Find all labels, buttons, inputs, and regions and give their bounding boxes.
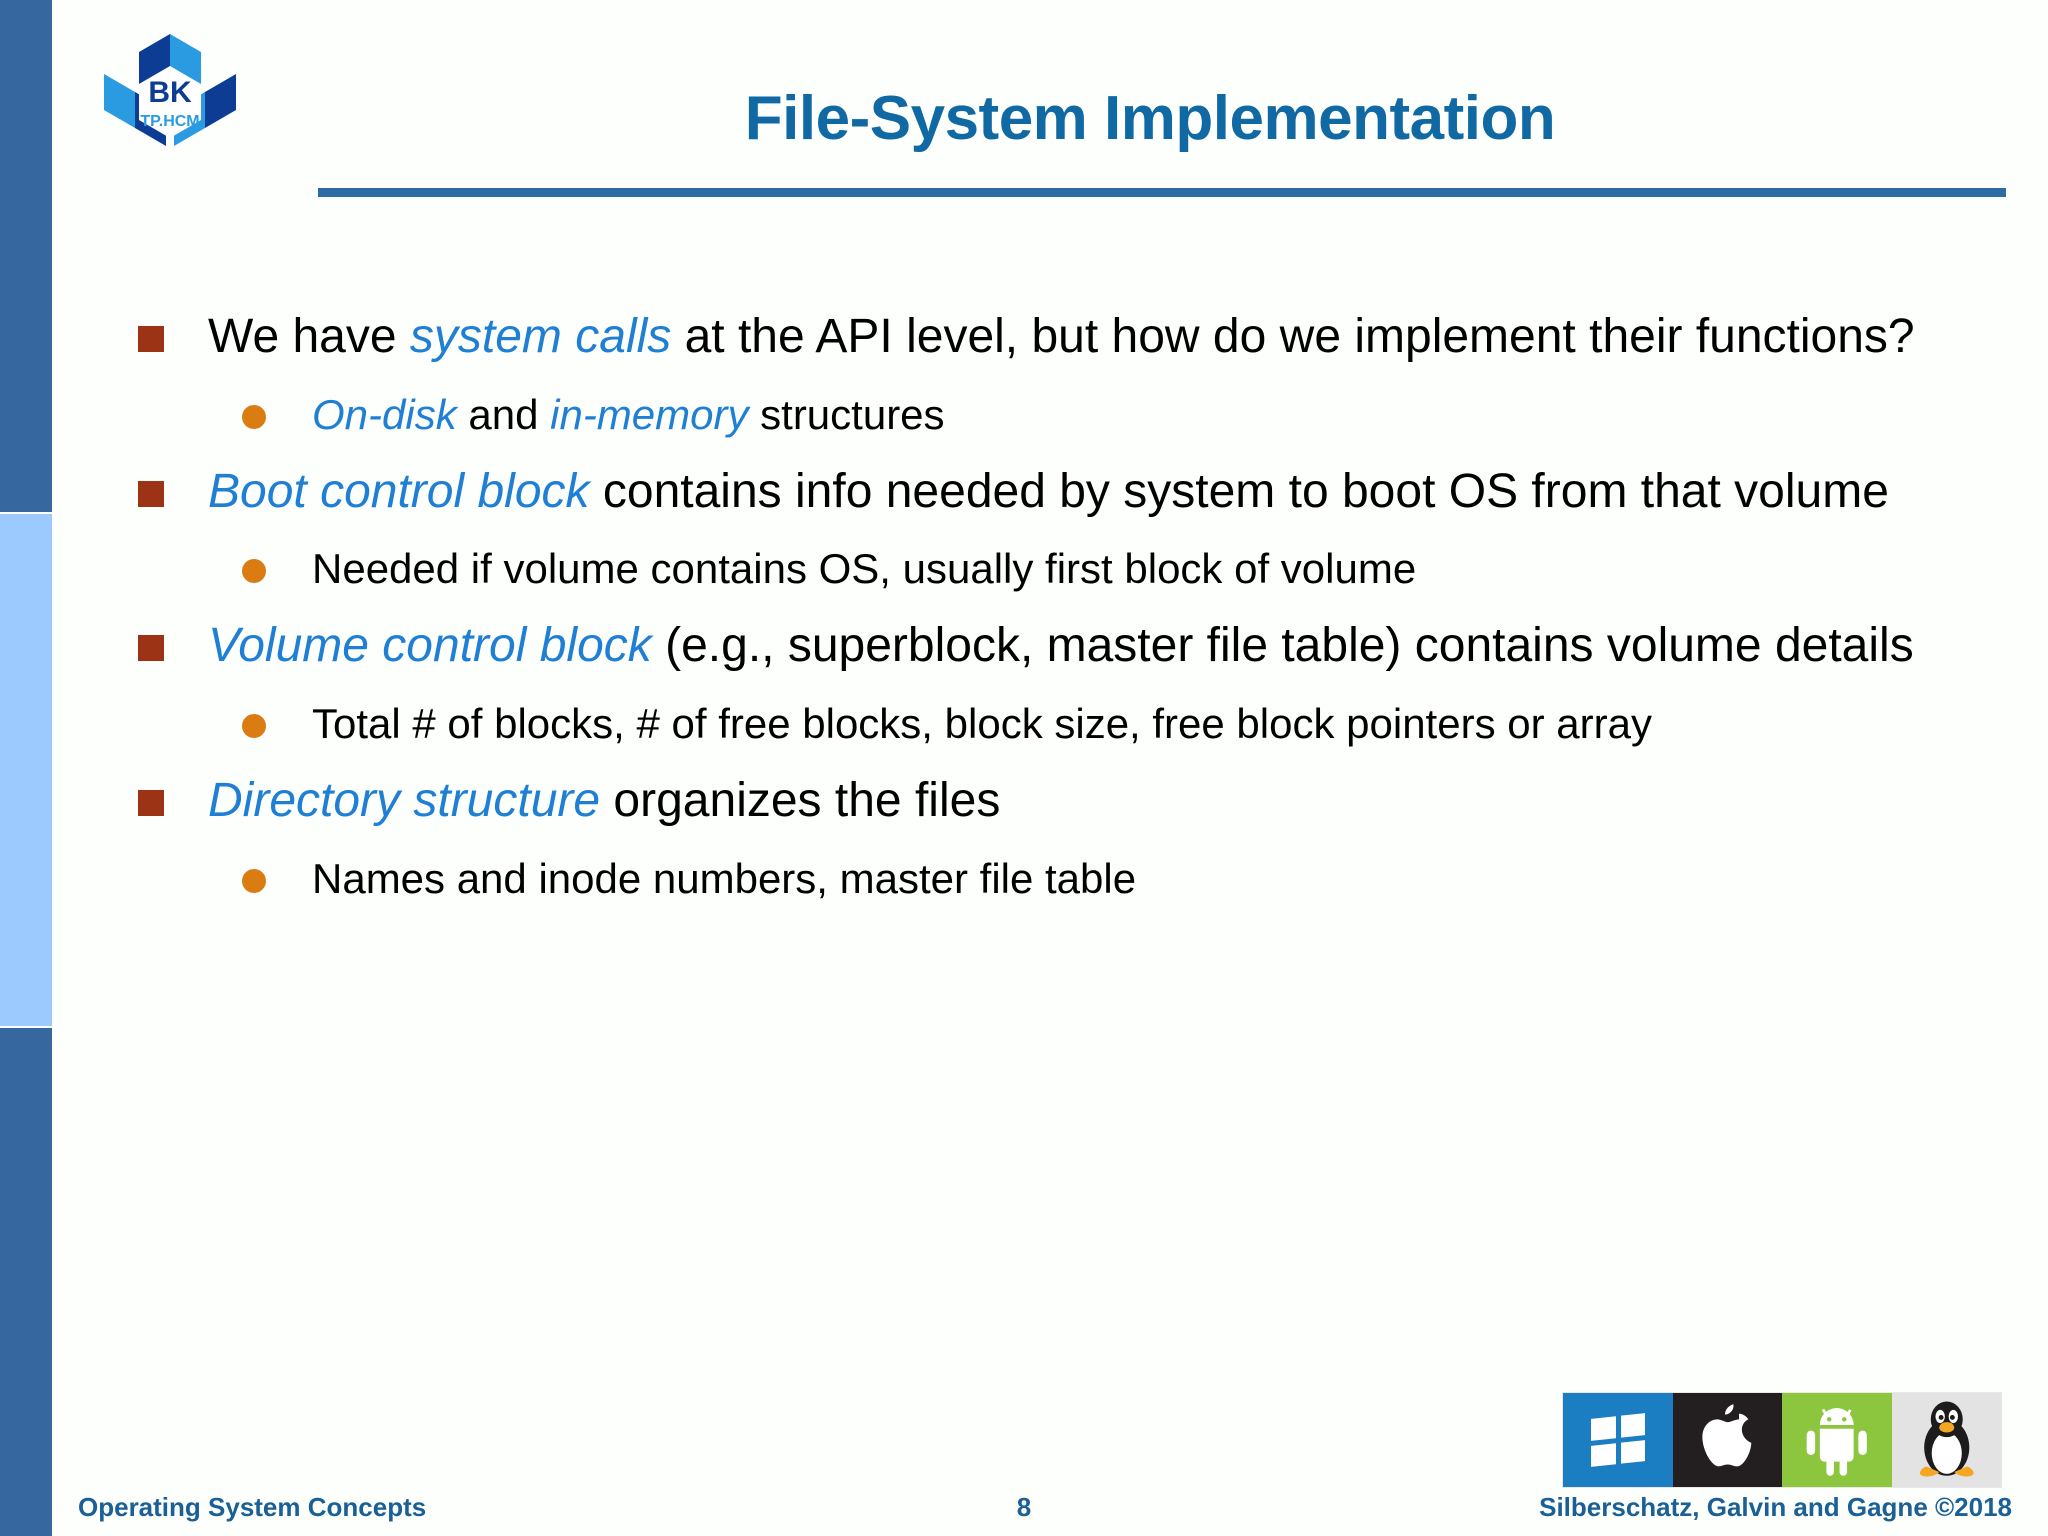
title-underline-rule: [318, 188, 2006, 197]
bullet-text: Names and inode numbers, master file tab…: [312, 854, 1137, 902]
bullet-level-1: Directory structure organizes the files: [120, 774, 2020, 829]
emphasized-term: On-disk: [312, 390, 457, 438]
circle-bullet-icon: [242, 559, 266, 584]
os-logo-strip: [1562, 1392, 2002, 1488]
bullet-text: (e.g., superblock, master file table) co…: [651, 619, 1914, 673]
emphasized-term: system calls: [409, 310, 672, 363]
emphasized-term: Volume control block: [208, 619, 652, 673]
circle-bullet-icon: [242, 404, 266, 429]
bullet-level-2: Total # of blocks, # of free blocks, blo…: [120, 700, 2020, 748]
bullet-text: contains info needed by system to boot O…: [589, 464, 1889, 518]
bullet-text: at the API level, but how do we implemen…: [671, 310, 1915, 363]
bullet-level-1: Volume control block (e.g., superblock, …: [120, 619, 2020, 674]
bullet-text: organizes the files: [600, 773, 1001, 827]
left-rail-divider-1: [0, 512, 52, 515]
emphasized-term: in-memory: [550, 390, 749, 438]
bullet-text: and: [456, 390, 551, 438]
footer-page-number: 8: [1016, 1492, 1032, 1522]
linux-logo: [1891, 1393, 2001, 1487]
footer-course-title: Operating System Concepts: [78, 1492, 427, 1522]
slide-body: We have system calls at the API level, b…: [120, 310, 2020, 928]
left-rail-middle: [0, 514, 52, 1026]
square-bullet-icon: [138, 635, 164, 662]
circle-bullet-icon: [242, 868, 266, 893]
windows-logo: [1563, 1393, 1673, 1487]
bullet-level-1: Boot control block contains info needed …: [120, 465, 2020, 520]
square-bullet-icon: [138, 789, 164, 816]
circle-bullet-icon: [242, 713, 266, 738]
bullet-level-2: Names and inode numbers, master file tab…: [120, 855, 2020, 903]
left-rail-divider-2: [0, 1026, 52, 1029]
emphasized-term: Boot control block: [208, 464, 590, 518]
bullet-level-2: On-disk and in-memory structures: [120, 391, 2020, 439]
bullet-text: structures: [748, 390, 945, 438]
hcmut-logo: BK TP.HCM: [100, 30, 240, 158]
android-logo: [1782, 1393, 1892, 1487]
square-bullet-icon: [138, 326, 164, 352]
page-title: File-System Implementation: [744, 84, 1556, 153]
bullet-level-1: We have system calls at the API level, b…: [120, 310, 2020, 365]
bullet-text: Total # of blocks, # of free blocks, blo…: [312, 699, 1652, 747]
apple-logo: [1672, 1393, 1782, 1487]
square-bullet-icon: [138, 480, 164, 507]
footer-attribution: Silberschatz, Galvin and Gagne ©2018: [1539, 1492, 2012, 1522]
bullet-level-2: Needed if volume contains OS, usually fi…: [120, 545, 2020, 593]
bullet-text: Needed if volume contains OS, usually fi…: [312, 545, 1417, 593]
svg-text:TP.HCM: TP.HCM: [140, 113, 199, 130]
svg-text:BK: BK: [148, 76, 192, 109]
left-rail-bottom: [0, 1028, 52, 1536]
bullet-text: We have: [208, 310, 410, 363]
left-rail-top: [0, 0, 52, 512]
emphasized-term: Directory structure: [208, 773, 601, 827]
